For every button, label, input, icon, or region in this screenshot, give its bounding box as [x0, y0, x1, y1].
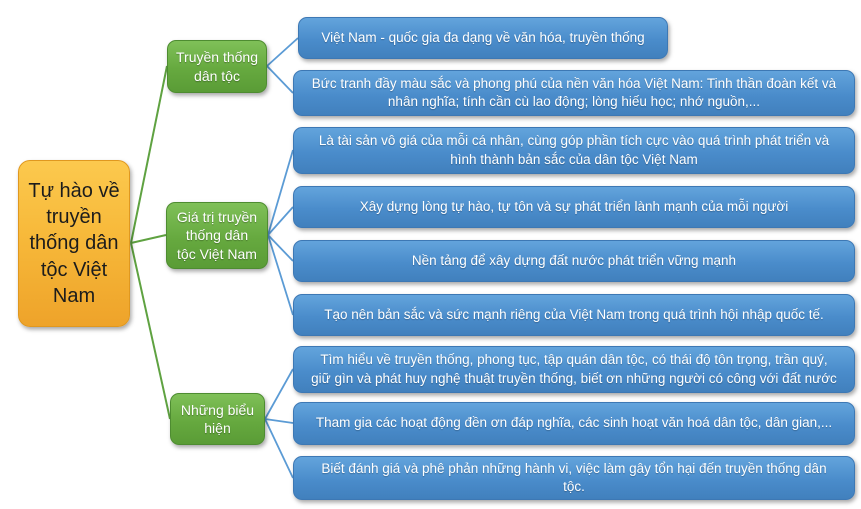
connector-branch1-leaf-1: [266, 37, 299, 67]
root-node-title: Tự hào về truyền thống dân tộc Việt Nam: [18, 160, 130, 327]
leaf-node-branch1-item2: Bức tranh đầy màu sắc và phong phú của n…: [293, 70, 855, 116]
connector-branch2-leaf-3: [267, 234, 294, 262]
leaf-node-branch2-item3: Nền tảng để xây dựng đất nước phát triển…: [293, 240, 855, 282]
connector-branch3-leaf-3: [264, 418, 294, 479]
leaf-node-branch2-item2: Xây dựng lòng tự hào, tự tôn và sự phát …: [293, 186, 855, 228]
connector-branch1-leaf-2: [266, 65, 294, 94]
connector-branch2-leaf-2: [267, 206, 294, 236]
branch-node-nhung-bieu-hien: Những biểu hiện: [170, 393, 265, 445]
connector-branch2-leaf-4: [267, 234, 294, 316]
connector-root-branch-3: [130, 242, 171, 420]
leaf-node-branch2-item1: Là tài sản vô giá của mỗi cá nhân, cùng …: [293, 127, 855, 174]
leaf-node-branch3-item2: Tham gia các hoạt động đền ơn đáp nghĩa,…: [293, 402, 855, 445]
connector-branch3-leaf-2: [264, 418, 294, 424]
branch-node-gia-tri-truyen-thong: Giá trị truyền thống dân tộc Việt Nam: [166, 202, 268, 269]
leaf-node-branch3-item3: Biết đánh giá và phê phản những hành vi,…: [293, 456, 855, 500]
connector-root-branch-2: [130, 234, 167, 244]
connector-root-branch-1: [130, 65, 168, 244]
connector-branch3-leaf-1: [264, 368, 294, 420]
connector-branch2-leaf-1: [267, 149, 294, 236]
branch-node-truyen-thong-dan-toc: Truyền thống dân tộc: [167, 40, 267, 93]
leaf-node-branch2-item4: Tạo nên bản sắc và sức mạnh riêng của Vi…: [293, 294, 855, 336]
leaf-node-branch3-item1: Tìm hiểu về truyền thống, phong tục, tập…: [293, 346, 855, 393]
leaf-node-branch1-item1: Việt Nam - quốc gia đa dạng về văn hóa, …: [298, 17, 668, 59]
